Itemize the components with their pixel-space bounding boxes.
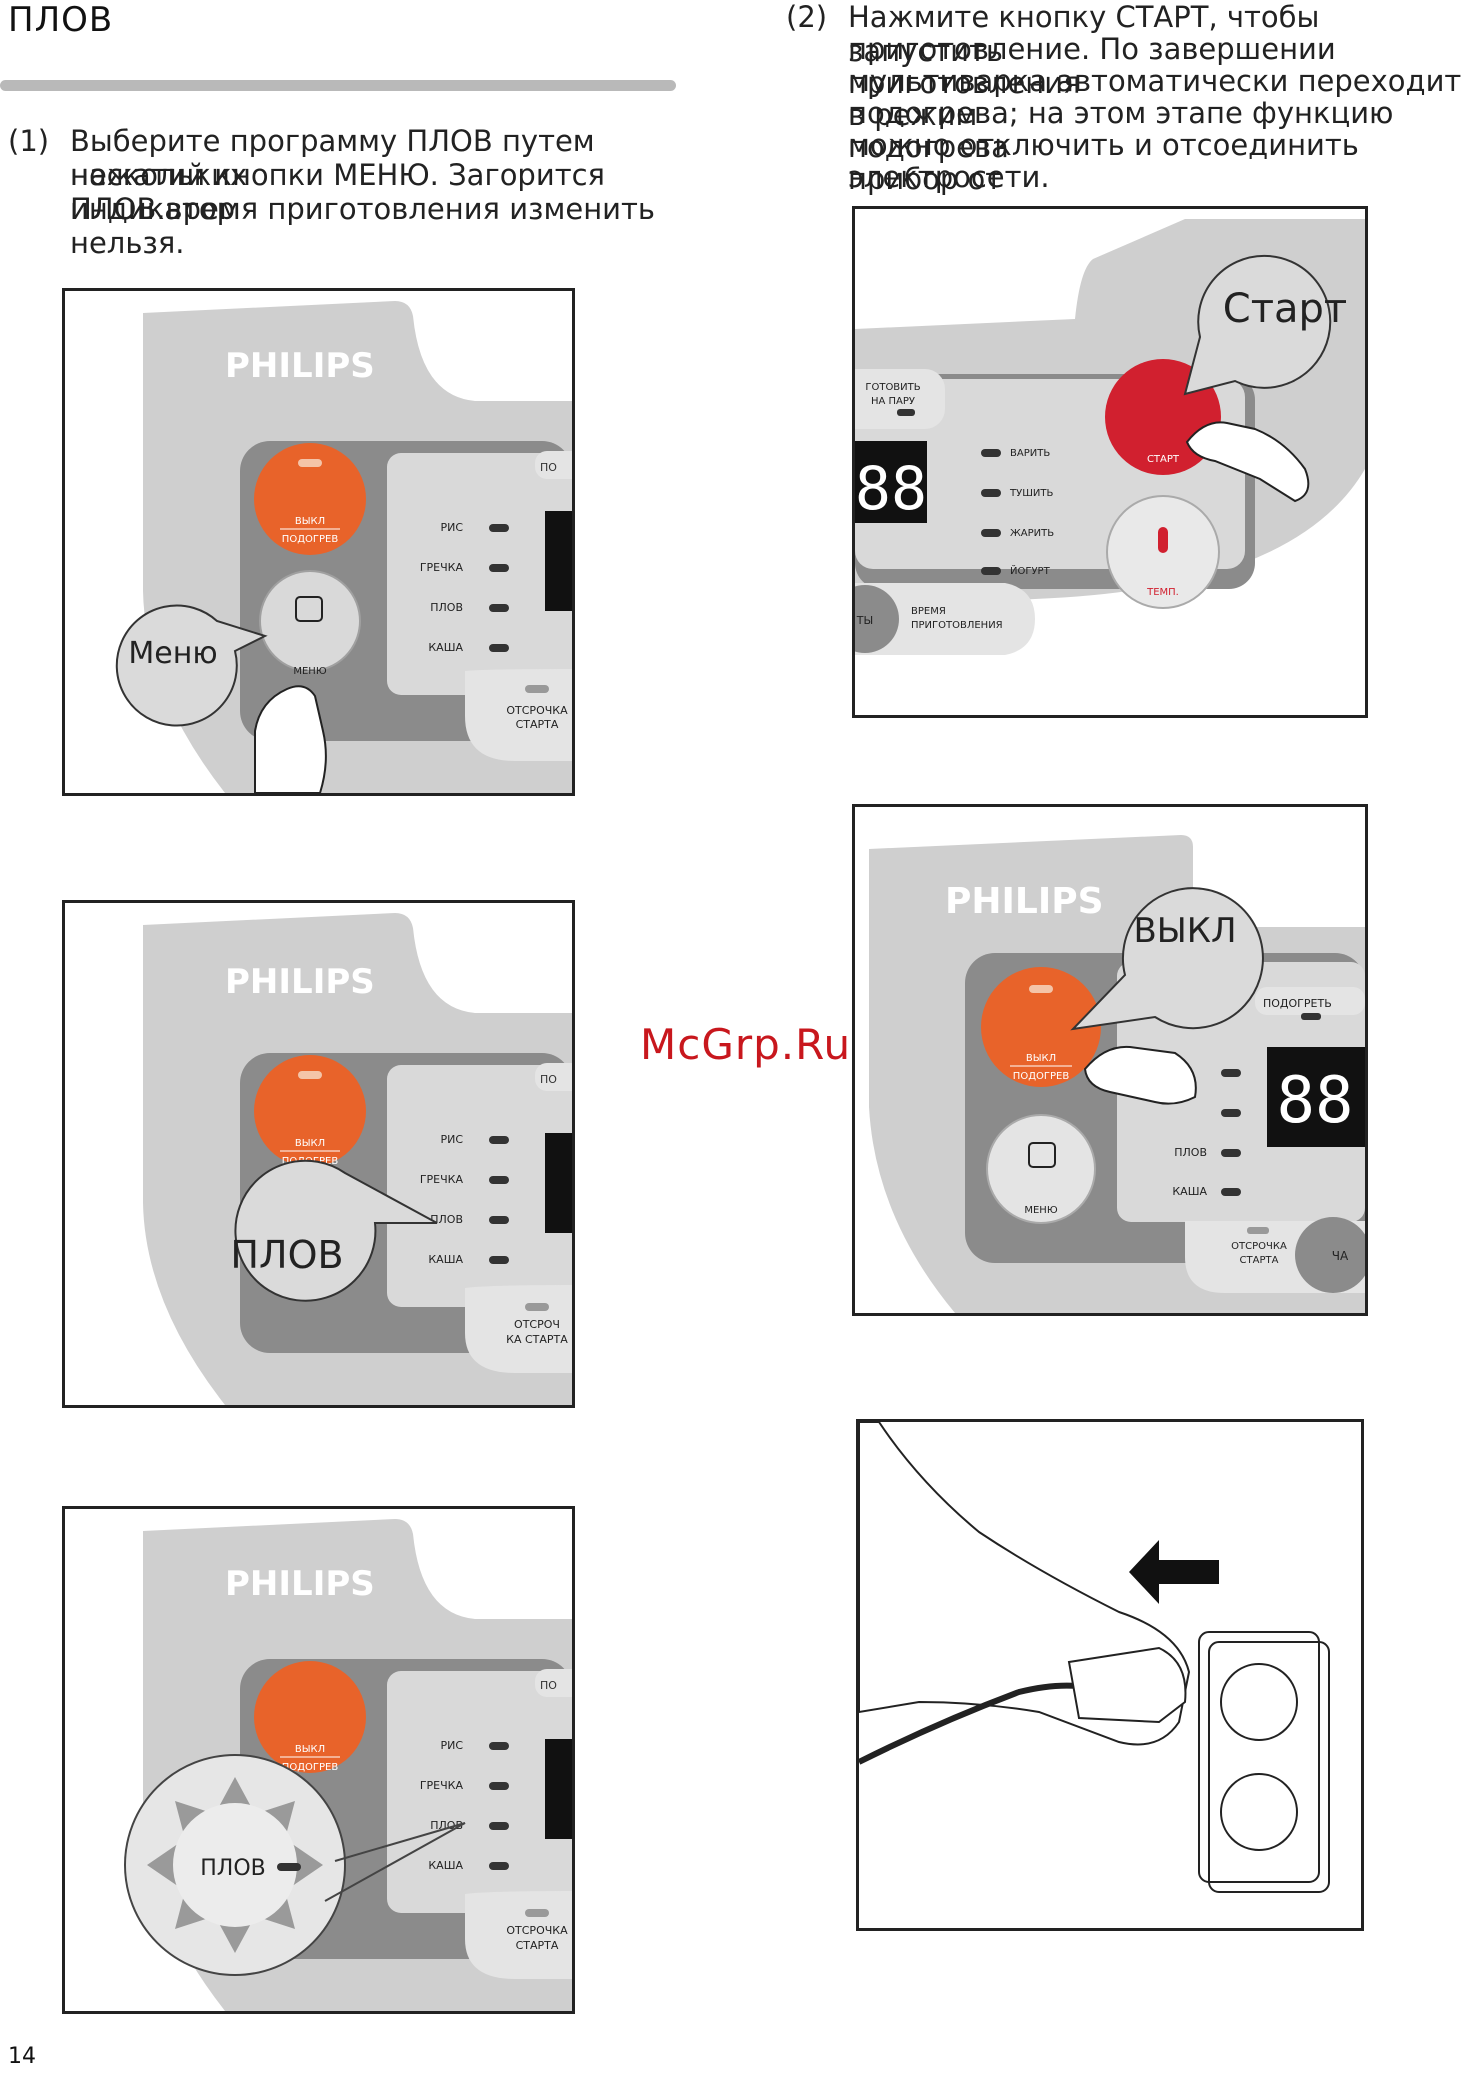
illustration-unplug xyxy=(856,1419,1364,1931)
svg-text:ТУШИТЬ: ТУШИТЬ xyxy=(1009,488,1053,499)
callout-menu: Меню xyxy=(128,636,217,671)
step-1-number: (1) xyxy=(8,124,50,158)
brand-logo: PHILIPS xyxy=(225,1564,375,1604)
top-right-label: ПО xyxy=(540,461,557,474)
illustration-menu: PHILIPS ПО ВЫКЛ ПОДОГРЕВ МЕНЮ РИС ГРЕЧКА… xyxy=(62,288,575,796)
step-2: (2) Нажмите кнопку СТАРТ, чтобы запустит… xyxy=(786,0,1476,200)
page-number: 14 xyxy=(8,2044,36,2069)
svg-text:ЖАРИТЬ: ЖАРИТЬ xyxy=(1010,528,1054,539)
illustration-plov: PHILIPS ПО ВЫКЛ ПОДОГРЕВ РИС ГРЕЧКА ПЛОВ… xyxy=(62,900,575,1408)
svg-text:ГОТОВИТЬ: ГОТОВИТЬ xyxy=(865,382,920,393)
warm-off-button[interactable] xyxy=(981,967,1101,1087)
svg-text:ОТСРОЧКА: ОТСРОЧКА xyxy=(506,1924,568,1937)
svg-text:ВЫКЛ: ВЫКЛ xyxy=(295,1138,325,1149)
svg-text:ПЛОВ: ПЛОВ xyxy=(1174,1146,1207,1159)
step-1-line-3: ПЛОВ.время приготовления изменить нельзя… xyxy=(70,192,655,260)
step-2-number: (2) xyxy=(786,0,828,34)
svg-text:ОТСРОЧ: ОТСРОЧ xyxy=(514,1318,560,1331)
svg-text:КАША: КАША xyxy=(428,1859,463,1872)
svg-text:МЕНЮ: МЕНЮ xyxy=(1024,1205,1057,1216)
svg-text:ЧА: ЧА xyxy=(1332,1249,1349,1263)
svg-text:МЕНЮ: МЕНЮ xyxy=(293,666,326,677)
illustration-start: ГОТОВИТЬ НА ПАРУ 88 ВАРИТЬ ТУШИТЬ ЖАРИТЬ… xyxy=(852,206,1368,718)
svg-text:ОТСРОЧКА: ОТСРОЧКА xyxy=(1231,1241,1287,1252)
callout-plov: ПЛОВ xyxy=(230,1233,343,1277)
svg-text:ВЫКЛ: ВЫКЛ xyxy=(295,1744,325,1755)
step-2-line-4: подогрева; на этом этапе функцию подогре… xyxy=(848,96,1394,164)
illustration-plov-indicator: PHILIPS ПО ВЫКЛ ПОДОГРЕВ РИС ГРЕЧКА ПЛОВ… xyxy=(62,1506,575,2014)
svg-text:ОТСРОЧКА: ОТСРОЧКА xyxy=(506,704,568,717)
svg-text:ТЫ: ТЫ xyxy=(856,614,873,627)
hand-icon xyxy=(1083,1045,1197,1105)
svg-text:РИС: РИС xyxy=(440,1739,463,1752)
svg-text:ПОДОГРЕВ: ПОДОГРЕВ xyxy=(282,534,339,545)
svg-text:88: 88 xyxy=(1276,1064,1353,1138)
arrow-left-icon xyxy=(1129,1540,1219,1604)
svg-text:88: 88 xyxy=(855,454,927,524)
warm-button[interactable] xyxy=(254,443,366,555)
illustration-off: PHILIPS ПОДОГРЕТЬ 88 ПЛОВ КАША ЧА ОТСРОЧ… xyxy=(852,804,1368,1316)
svg-text:НА ПАРУ: НА ПАРУ xyxy=(871,396,915,407)
svg-text:ПРИГОТОВЛЕНИЯ: ПРИГОТОВЛЕНИЯ xyxy=(911,620,1003,631)
callout-off: ВЫКЛ xyxy=(1133,911,1236,951)
svg-text:РИС: РИС xyxy=(440,1133,463,1146)
hand-icon xyxy=(1185,421,1310,503)
svg-text:СТАРТ: СТАРТ xyxy=(1147,454,1180,465)
svg-text:ЙОГУРТ: ЙОГУРТ xyxy=(1010,564,1051,577)
svg-text:ВАРИТЬ: ВАРИТЬ xyxy=(1010,448,1050,459)
step-2-line-2: приготовление. По завершении приготовлен… xyxy=(848,32,1336,100)
brand-logo: PHILIPS xyxy=(225,962,375,1002)
svg-text:ПЛОВ: ПЛОВ xyxy=(430,601,463,614)
step-1: (1) Выберите программу ПЛОВ путем нескол… xyxy=(8,124,688,260)
step-1-line-2: нажатий кнопки МЕНЮ. Загорится индикатор xyxy=(70,158,605,226)
svg-text:ГРЕЧКА: ГРЕЧКА xyxy=(420,1779,464,1792)
svg-text:ВРЕМЯ: ВРЕМЯ xyxy=(911,606,946,617)
svg-text:ПОДОГРЕВ: ПОДОГРЕВ xyxy=(282,1762,339,1773)
menu-button[interactable] xyxy=(986,1114,1096,1224)
svg-text:ПОДОГРЕТЬ: ПОДОГРЕТЬ xyxy=(1263,997,1332,1010)
svg-text:КАША: КАША xyxy=(428,641,463,654)
hand-icon xyxy=(254,685,327,793)
page-title: ПЛОВ xyxy=(8,0,114,40)
step-2-line-6: электросети. xyxy=(848,160,1050,194)
zoom-plov-label: ПЛОВ xyxy=(200,1856,266,1881)
svg-text:ГРЕЧКА: ГРЕЧКА xyxy=(420,1173,464,1186)
step-2-line-5: можно отключить и отсоединить прибор от xyxy=(848,128,1359,196)
svg-text:ВЫКЛ: ВЫКЛ xyxy=(1026,1053,1056,1064)
svg-text:СТАРТА: СТАРТА xyxy=(516,1939,559,1952)
svg-text:ПО: ПО xyxy=(540,1679,557,1692)
svg-text:ПОДОГРЕВ: ПОДОГРЕВ xyxy=(1013,1071,1070,1082)
svg-text:ВЫКЛ: ВЫКЛ xyxy=(295,516,325,527)
plug-icon xyxy=(1067,1646,1187,1724)
title-rule xyxy=(0,80,676,91)
brand-logo: PHILIPS xyxy=(945,881,1104,922)
svg-text:КА СТАРТА: КА СТАРТА xyxy=(506,1333,568,1346)
svg-text:ГРЕЧКА: ГРЕЧКА xyxy=(420,561,464,574)
brand-logo: PHILIPS xyxy=(225,346,375,386)
warm-button[interactable] xyxy=(254,1661,366,1773)
svg-text:ПО: ПО xyxy=(540,1073,557,1086)
svg-text:ПЛОВ: ПЛОВ xyxy=(430,1213,463,1226)
watermark: McGrp.Ru xyxy=(640,1020,852,1069)
step-1-line-1: Выберите программу ПЛОВ путем нескольких xyxy=(70,124,595,192)
svg-text:РИС: РИС xyxy=(440,521,463,534)
callout-start: Старт xyxy=(1223,286,1347,332)
svg-text:КАША: КАША xyxy=(1172,1185,1207,1198)
svg-text:СТАРТА: СТАРТА xyxy=(1240,1255,1279,1266)
svg-text:СТАРТА: СТАРТА xyxy=(516,718,559,731)
svg-text:КАША: КАША xyxy=(428,1253,463,1266)
step-2-line-1: Нажмите кнопку СТАРТ, чтобы запустить xyxy=(848,0,1320,68)
step-2-line-3: мультиварка автоматически переходит в ре… xyxy=(848,64,1462,132)
warm-button[interactable] xyxy=(254,1055,366,1167)
svg-text:ТЕМП.: ТЕМП. xyxy=(1146,587,1179,598)
